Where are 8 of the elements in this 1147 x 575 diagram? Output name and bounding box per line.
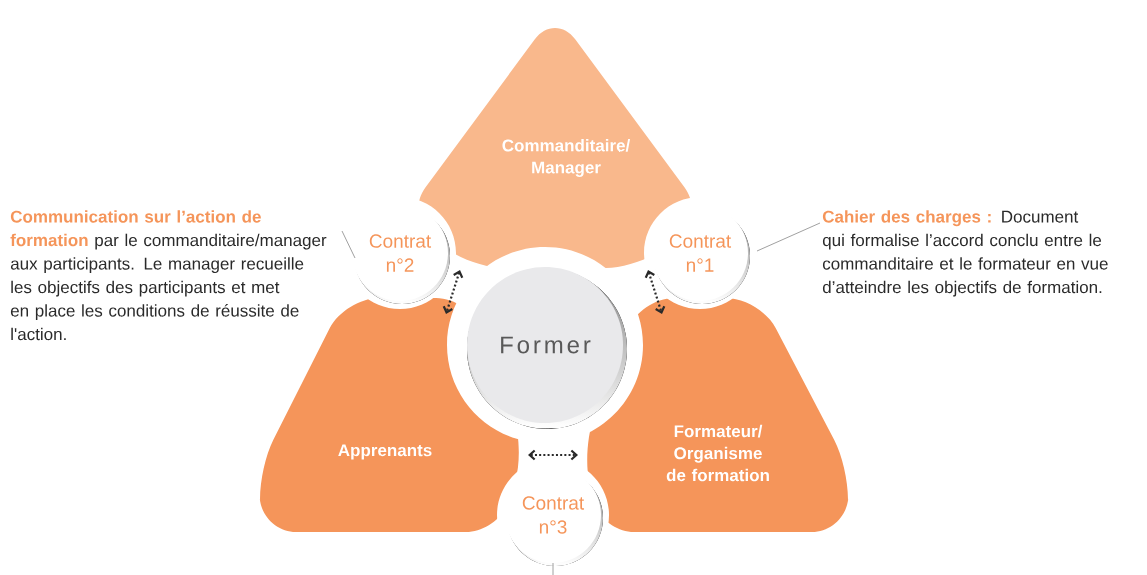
dotted-arrow xyxy=(644,270,666,314)
leader-line xyxy=(341,230,356,259)
leader-line xyxy=(756,222,821,252)
dotted-arrow xyxy=(442,270,464,314)
leader-line xyxy=(552,562,554,575)
dotted-arrow xyxy=(528,449,578,461)
annotation-text: Cahier des charges : Document qui formalise l’accord conclu entre le commanditaire et le formateur en vue d’atteindre les objectifs de formation. xyxy=(822,210,1108,297)
node-label: Contrat n°3 xyxy=(522,496,585,534)
